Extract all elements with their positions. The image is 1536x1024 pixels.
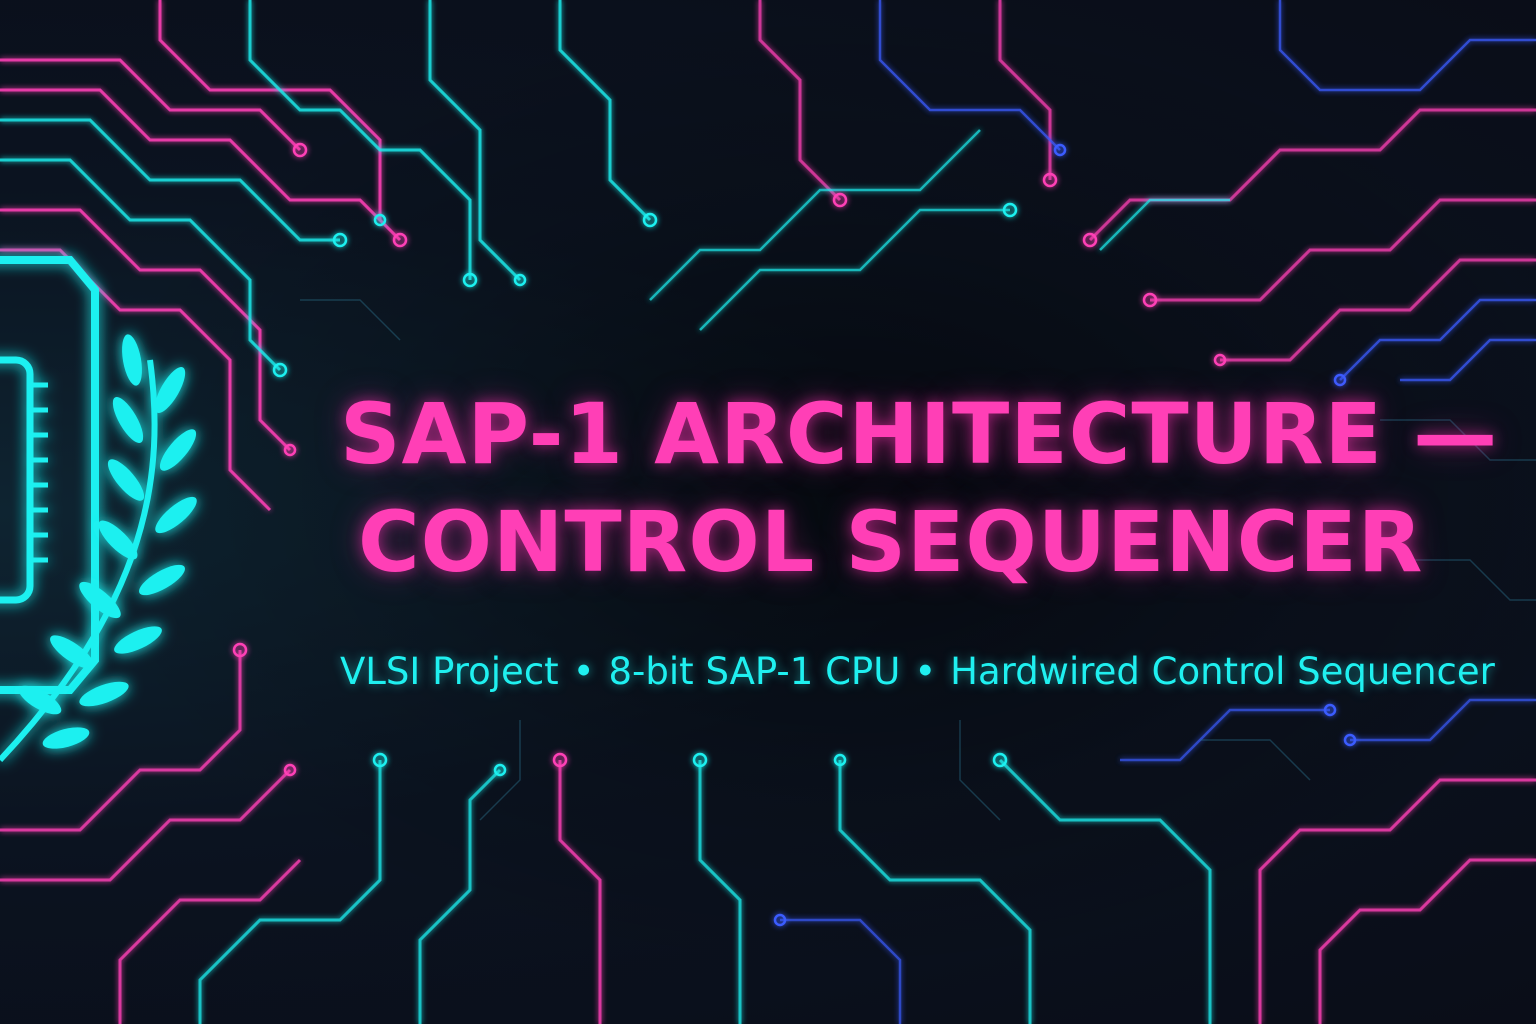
subtitle-sequencer: Hardwired Control Sequencer <box>950 650 1495 693</box>
subtitle-separator: • <box>914 650 937 693</box>
subtitle-project: VLSI Project <box>340 650 559 693</box>
subtitle-separator: • <box>572 650 595 693</box>
chip-icon <box>0 256 99 694</box>
banner-title: SAP-1 ARCHITECTURE — CONTROL SEQUENCER <box>300 380 1499 596</box>
subtitle-cpu: 8-bit SAP-1 CPU <box>608 650 901 693</box>
title-line-1: SAP-1 ARCHITECTURE — <box>340 385 1499 483</box>
title-line-2: CONTROL SEQUENCER <box>358 493 1424 591</box>
banner-subtitle: VLSI Project • 8-bit SAP-1 CPU • Hardwired C… <box>340 648 1495 696</box>
laurel-branch-icon <box>0 334 197 763</box>
